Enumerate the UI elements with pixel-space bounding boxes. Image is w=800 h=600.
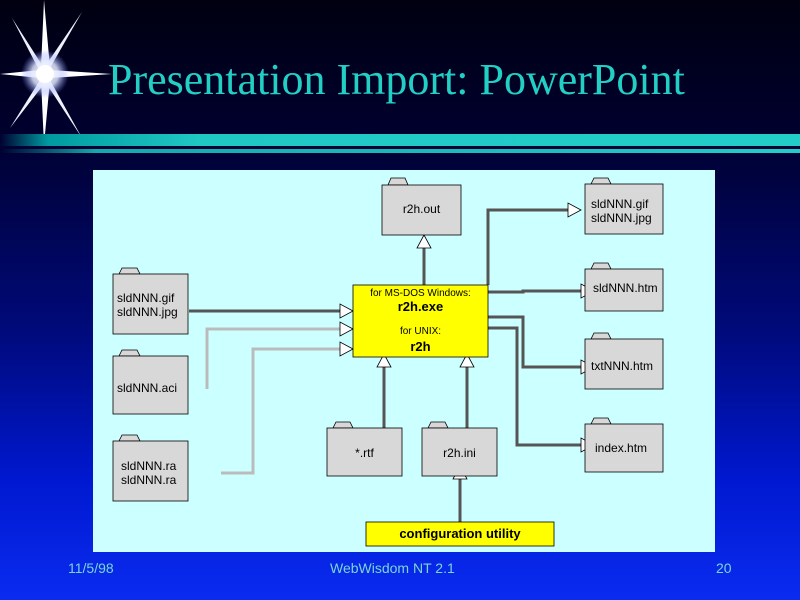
- config-utility-box: [365, 521, 555, 547]
- dos-caption: for MS-DOS Windows:: [370, 288, 471, 299]
- r2h-converter-box: [352, 284, 489, 358]
- left-audio-folder-tab: [118, 349, 141, 357]
- unix-exe-label: r2h: [410, 339, 431, 354]
- bottom-ini-label: r2h.ini: [443, 446, 476, 460]
- left-audio-folder: [112, 355, 189, 415]
- right-images-label-2: sldNNN.jpg: [591, 211, 652, 225]
- footer-date: 11/5/98: [68, 560, 114, 576]
- footer-page-number: 20: [716, 560, 732, 576]
- right-slide-html-folder: [584, 268, 664, 312]
- bottom-ini-folder: [421, 427, 498, 477]
- bottom-rtf-label: *.rtf: [355, 446, 374, 460]
- bottom-rtf-folder: [326, 427, 403, 477]
- right-slide-html-folder-tab: [590, 262, 612, 270]
- connector-lines: [189, 208, 581, 522]
- footer-product: WebWisdom NT 2.1: [330, 560, 455, 576]
- left-audio-label: sldNNN.aci: [117, 381, 178, 395]
- r2h-out-folder-tab: [387, 177, 409, 186]
- left-media-label-1: sldNNN.ra: [121, 459, 177, 473]
- config-utility-label: configuration utility: [399, 526, 521, 541]
- left-images-folder-tab: [118, 267, 141, 275]
- bottom-rtf-folder-tab: [332, 421, 354, 429]
- right-images-folder-tab: [590, 177, 612, 185]
- diagram-panel: r2h.out sldNNN.gif sldNNN.jpg sldNNN.aci…: [93, 170, 715, 552]
- left-media-label-2: sldNNN.ra: [121, 473, 177, 487]
- left-images-label-2: sldNNN.jpg: [117, 305, 178, 319]
- title-rule-thin: [0, 149, 800, 153]
- unix-caption: for UNIX:: [399, 326, 442, 337]
- right-images-label-1: sldNNN.gif: [591, 197, 649, 211]
- right-index-label: index.htm: [595, 441, 648, 455]
- right-text-html-folder-tab: [590, 332, 612, 340]
- right-images-folder: [584, 183, 664, 235]
- left-images-folder: [112, 273, 189, 335]
- slide-title: Presentation Import: PowerPoint: [108, 55, 685, 104]
- folder-shapes: [112, 177, 664, 547]
- r2h-out-folder: [381, 184, 462, 236]
- left-media-folder-tab: [118, 434, 141, 442]
- right-text-html-folder: [584, 338, 664, 390]
- left-images-label-1: sldNNN.gif: [117, 291, 175, 305]
- right-text-html-label: txtNNN.htm: [591, 359, 654, 373]
- bottom-ini-folder-tab: [427, 421, 449, 429]
- title-rule: [0, 134, 800, 146]
- sparkle-star-icon: [0, 0, 112, 145]
- left-media-folder: [112, 440, 189, 502]
- r2h-out-label: r2h.out: [402, 202, 441, 216]
- right-index-folder: [584, 423, 664, 473]
- dos-exe-label: r2h.exe: [397, 299, 444, 314]
- right-index-folder-tab: [590, 417, 612, 425]
- right-slide-html-label: sldNNN.htm: [593, 281, 658, 295]
